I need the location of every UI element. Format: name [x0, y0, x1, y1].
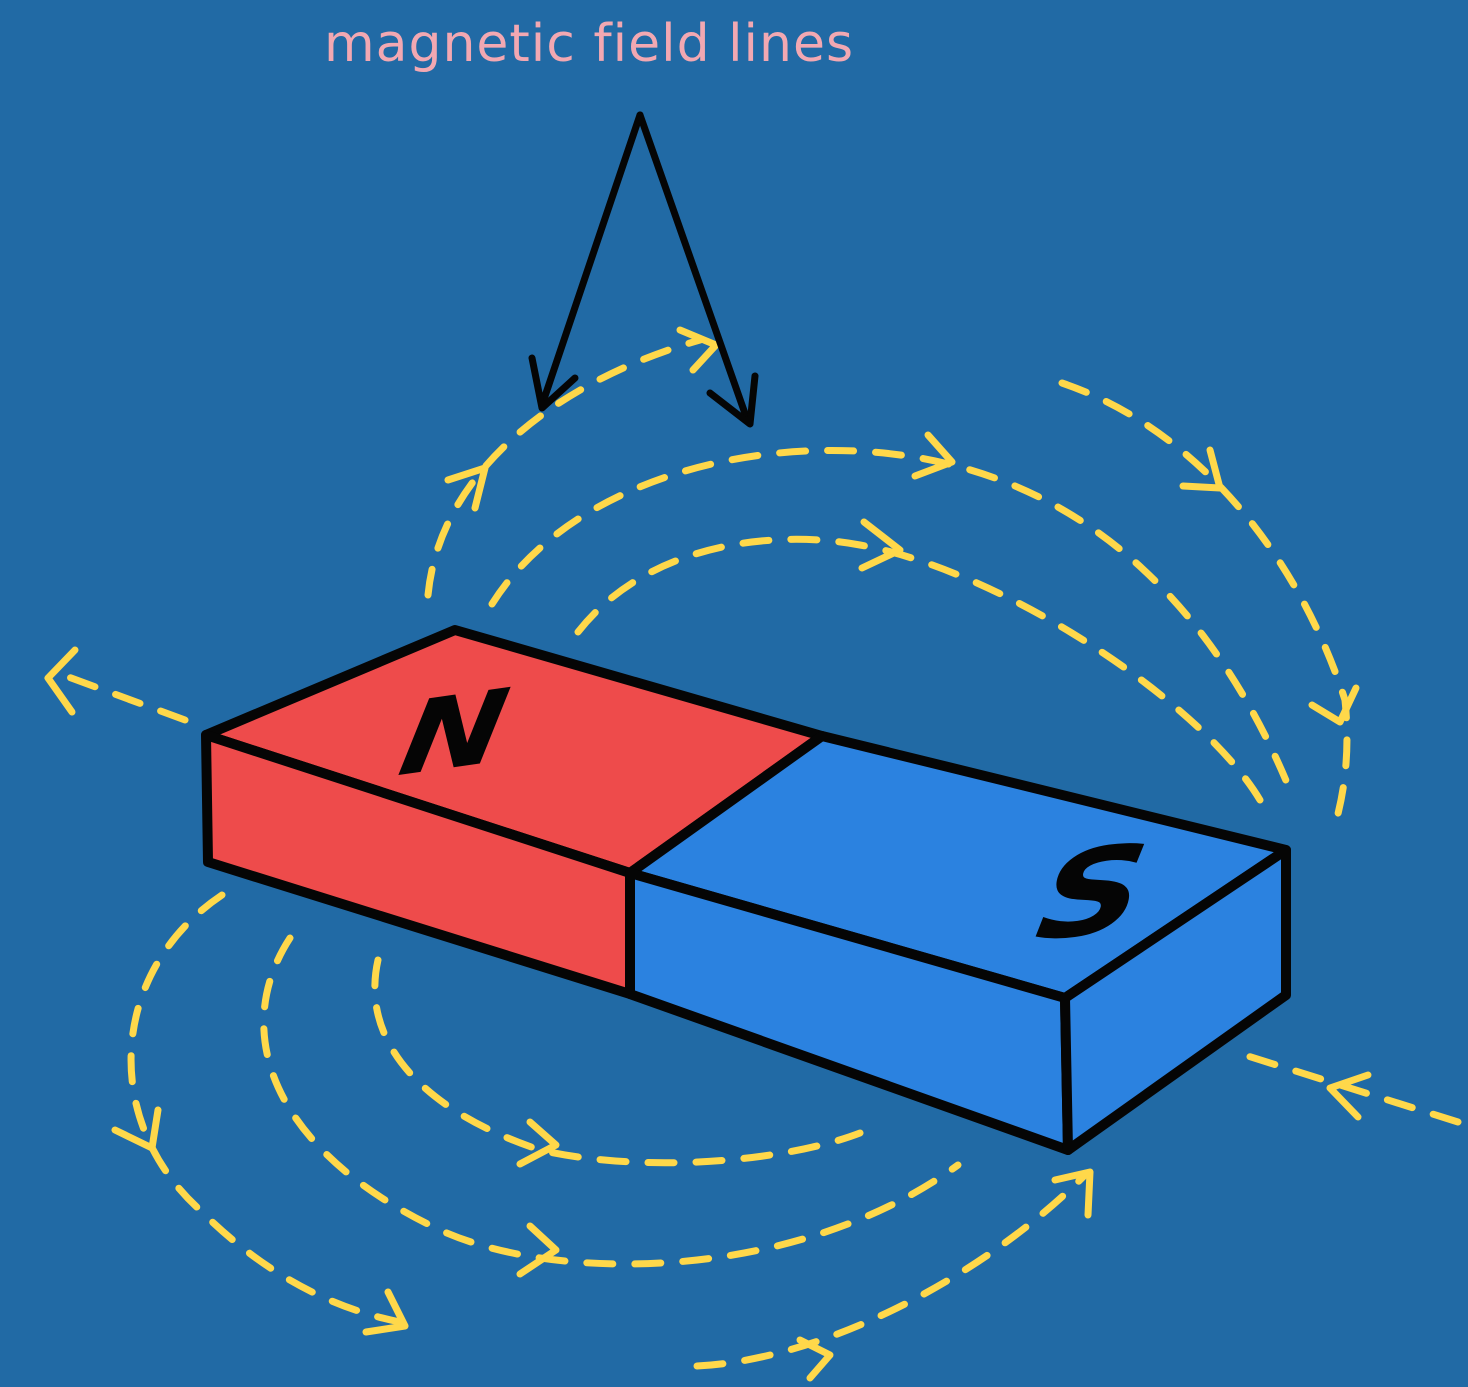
arrowhead-icon — [858, 518, 904, 572]
field-line-bottom-2 — [260, 934, 962, 1268]
arrowhead-icon — [111, 1106, 162, 1152]
field-line-left-out — [51, 668, 189, 724]
field-line-bottom-3 — [127, 891, 404, 1326]
arrowhead-icon — [796, 1336, 834, 1382]
arrowhead-icon — [676, 326, 720, 374]
arrowhead-icon — [44, 646, 79, 716]
field-line-top-3 — [424, 336, 704, 599]
field-line-bottom-4 — [693, 1171, 1089, 1370]
field-line-top-1 — [574, 535, 1264, 804]
arrowhead-icon — [1326, 1071, 1372, 1121]
field-line-bottom-1 — [371, 956, 864, 1167]
pointer-arrows — [528, 111, 759, 428]
pointer-arrow-right — [636, 111, 752, 426]
arrowhead-icon — [1179, 446, 1224, 492]
field-lines-label: magnetic field lines — [323, 14, 855, 74]
pointer-arrow-right-head — [706, 372, 759, 428]
field-line-arrowheads — [44, 326, 1372, 1382]
pole-labels: N S — [391, 667, 1156, 970]
north-pole-label: N — [391, 667, 516, 800]
pointer-arrow-left — [538, 111, 644, 409]
arrowhead-icon — [516, 1222, 560, 1278]
arrowhead-icon — [911, 431, 956, 480]
field-line-right-in — [1231, 1048, 1462, 1126]
arrowhead-icon — [516, 1118, 560, 1168]
bar-magnet — [201, 625, 1291, 1155]
arrowhead-icon — [444, 464, 489, 512]
field-line-top-2 — [488, 446, 1294, 794]
field-lines — [51, 336, 1462, 1370]
south-end-face — [1060, 845, 1291, 1155]
arrowhead-icon — [362, 1288, 409, 1336]
arrowhead-icon — [1308, 684, 1360, 726]
pointer-arrow-left-head — [528, 354, 579, 412]
arrowhead-icon — [1051, 1168, 1094, 1219]
field-line-top-right — [1058, 379, 1351, 829]
